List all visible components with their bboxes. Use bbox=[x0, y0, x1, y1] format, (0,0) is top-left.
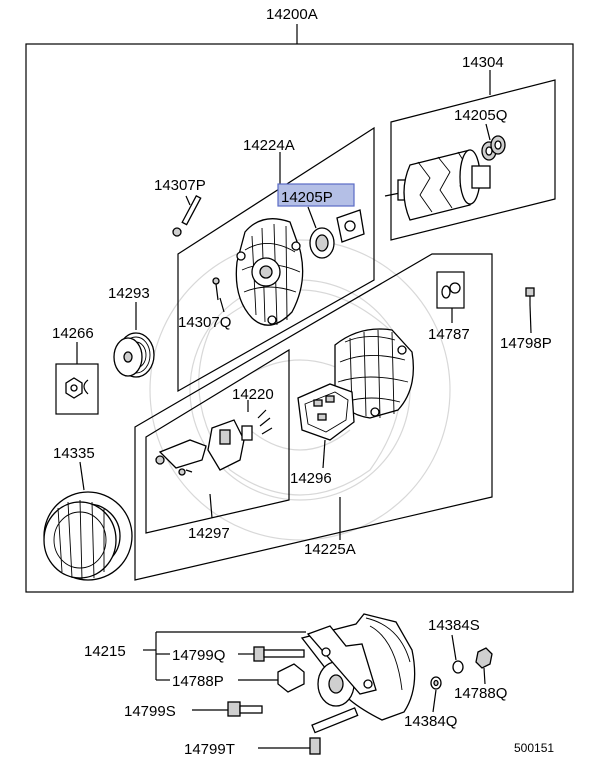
label-14307Q[interactable]: 14307Q bbox=[178, 314, 231, 331]
screw-part bbox=[212, 277, 225, 313]
assembly-frame bbox=[25, 24, 574, 593]
label-14224A[interactable]: 14224A bbox=[243, 137, 295, 154]
mounting-bracket-part bbox=[300, 613, 416, 721]
label-14297[interactable]: 14297 bbox=[188, 525, 230, 542]
label-14293[interactable]: 14293 bbox=[108, 285, 150, 302]
label-14384Q[interactable]: 14384Q bbox=[404, 713, 457, 730]
rear-bracket-part bbox=[334, 328, 415, 419]
plate-part bbox=[238, 663, 305, 693]
label-14788P[interactable]: 14788P bbox=[172, 673, 224, 690]
label-14205P[interactable]: 14205P bbox=[281, 189, 333, 206]
rear-bracket-group-outline bbox=[134, 253, 493, 581]
bracket-group-leader bbox=[143, 631, 306, 681]
regulator-part bbox=[155, 400, 273, 519]
front-bracket-group-outline bbox=[177, 126, 375, 393]
label-14799Q[interactable]: 14799Q bbox=[172, 647, 225, 664]
rectifier-part bbox=[297, 383, 355, 469]
rotor-part bbox=[384, 123, 506, 221]
label-14215[interactable]: 14215 bbox=[84, 643, 126, 660]
washer-q-part bbox=[430, 676, 442, 713]
front-bearing-part bbox=[307, 206, 365, 259]
terminal-kit-outline bbox=[436, 271, 465, 309]
terminal-kit-part bbox=[441, 282, 461, 323]
label-14304[interactable]: 14304 bbox=[462, 54, 504, 71]
label-14205Q[interactable]: 14205Q bbox=[454, 107, 507, 124]
label-14220[interactable]: 14220 bbox=[232, 386, 274, 403]
rotor-group-outline bbox=[390, 79, 556, 241]
diagram-code: 500151 bbox=[514, 741, 554, 755]
label-14335[interactable]: 14335 bbox=[53, 445, 95, 462]
stator-part bbox=[43, 461, 133, 581]
label-14296[interactable]: 14296 bbox=[290, 470, 332, 487]
regulator-group-outline bbox=[145, 348, 290, 534]
front-bracket-part bbox=[235, 218, 304, 326]
highlight-box bbox=[277, 183, 355, 207]
bolt-t-part bbox=[258, 707, 359, 755]
nut-part bbox=[65, 342, 89, 399]
label-14788Q[interactable]: 14788Q bbox=[454, 685, 507, 702]
terminal-bolt-part bbox=[525, 287, 535, 334]
bolt-long-part bbox=[238, 646, 305, 662]
label-14799S[interactable]: 14799S bbox=[124, 703, 176, 720]
bolt-top-part bbox=[172, 194, 202, 237]
washer-s-part bbox=[451, 634, 464, 674]
label-14384S[interactable]: 14384S bbox=[428, 617, 480, 634]
label-14307P[interactable]: 14307P bbox=[154, 177, 206, 194]
bolt-short-part bbox=[192, 701, 263, 717]
label-14200A[interactable]: 14200A bbox=[266, 6, 318, 23]
label-14266[interactable]: 14266 bbox=[52, 325, 94, 342]
label-14799T[interactable]: 14799T bbox=[184, 741, 235, 758]
label-14787[interactable]: 14787 bbox=[428, 326, 470, 343]
label-14798P[interactable]: 14798P bbox=[500, 335, 552, 352]
label-14225A[interactable]: 14225A bbox=[304, 541, 356, 558]
nut-q-part bbox=[475, 647, 493, 685]
pulley-part bbox=[113, 302, 155, 378]
